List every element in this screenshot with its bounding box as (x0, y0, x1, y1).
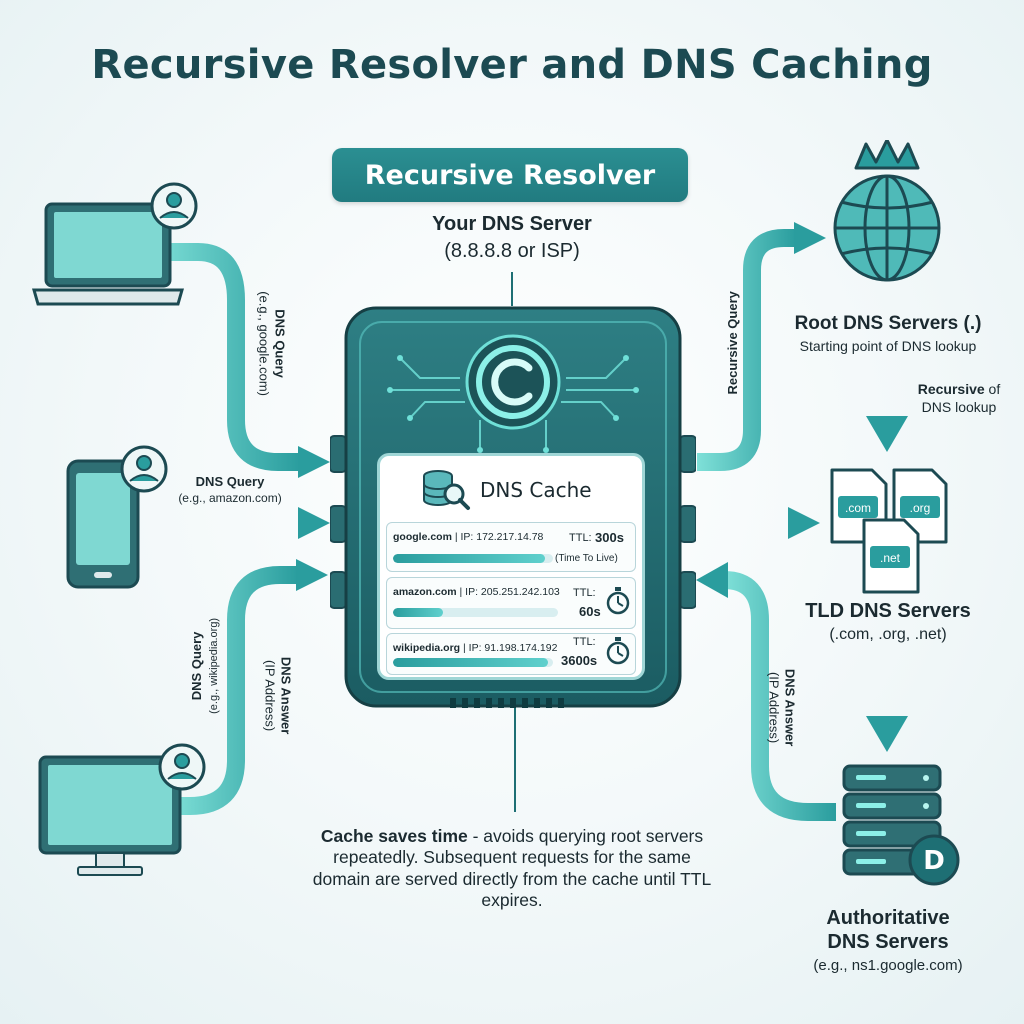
arrow-head (298, 446, 330, 478)
tld-servers-desc: (.com, .org, .net) (829, 626, 947, 643)
answer-label: DNS Answer (782, 668, 798, 747)
authoritative-name-line1: Authoritative (826, 907, 950, 929)
authoritative-server-graphic: D (842, 764, 960, 886)
arrow-head (696, 562, 728, 598)
tld-servers-name: TLD DNS Servers (805, 600, 971, 622)
authoritative-name-line2: DNS Servers (827, 931, 949, 953)
ttl-bar-fill (393, 608, 443, 617)
authoritative-badge-icon (908, 834, 960, 886)
authoritative-name: Authoritative DNS Servers (778, 906, 998, 954)
database-search-icon (423, 470, 470, 510)
arrow-laptop-query (150, 243, 300, 471)
recursive-rest1: of (984, 381, 1001, 397)
resolver-badge: Recursive Resolver (332, 148, 688, 202)
file-label: .net (880, 551, 901, 565)
entry-domain: wikipedia.org (393, 642, 461, 654)
globe-crown-icon (833, 140, 941, 282)
user-icon (120, 445, 168, 493)
entry-ip: IP: 205.251.242.103 (465, 586, 560, 598)
ttl-bar-fill (393, 658, 549, 667)
entry-ip: IP: 172.217.14.78 (460, 531, 544, 543)
ttl-label: TTL: (573, 636, 596, 648)
entry-domain: amazon.com (393, 586, 457, 598)
recursive-rest2: DNS lookup (921, 398, 997, 415)
ttl-label: TTL: (573, 587, 596, 599)
desktop-query-label: DNS Query (e.g., wikipedia.org) (189, 601, 221, 731)
phone-client (66, 445, 168, 589)
ttl-value: 3600s (561, 653, 598, 668)
arrow-desktop-query (170, 566, 298, 815)
ttl-bar (393, 554, 553, 563)
laptop-query-label: DNS Query (e.g., google.com) (256, 284, 288, 404)
laptop-client (32, 182, 198, 306)
phone-query-label: DNS Query (e.g., amazon.com) (160, 474, 300, 505)
arrow-head (788, 507, 820, 539)
ttl-value: 300s (595, 530, 624, 545)
file-label: .com (845, 501, 871, 515)
arrow-dns-answer (723, 571, 836, 821)
phone-icon (66, 459, 140, 589)
arrow-head (866, 416, 908, 452)
entry-domain: google.com (393, 531, 452, 543)
cache-note-text: - avoids querying root servers repeatedl… (312, 826, 712, 911)
laptop-icon (32, 202, 184, 306)
server-rack-icon (842, 764, 942, 876)
arrow-head (866, 716, 908, 752)
server-title: Your DNS Server (432, 213, 592, 235)
cache-note-bold: Cache saves time (320, 826, 468, 846)
cache-entry-google: google.com | IP: 172.217.14.78 TTL: 300s… (386, 522, 636, 572)
cache-note: Cache saves time - avoids querying root … (312, 826, 712, 911)
file-label: .org (910, 501, 931, 515)
answer-example: (IP Address) (263, 659, 278, 732)
authoritative-desc: (e.g., ns1.google.com) (813, 957, 963, 974)
cache-entry-wikipedia: wikipedia.org | IP: 91.198.174.192 TTL: … (386, 633, 636, 675)
desktop-client (38, 743, 206, 876)
recursive-lookup-label: Recursive of DNS lookup (904, 381, 1014, 416)
query-example: (e.g., google.com) (257, 291, 272, 396)
ttl-bar (393, 608, 558, 617)
stopwatch-icon (606, 637, 630, 665)
recursive-query-text: Recursive Query (725, 291, 741, 395)
desktop-icon (38, 755, 182, 876)
recursive-query-label: Recursive Query (725, 278, 741, 408)
query-label: DNS Query (189, 631, 205, 701)
dns-answer-label: DNS Answer (IP Address) (766, 648, 798, 768)
answer-label: DNS Answer (278, 656, 294, 735)
tld-files-graphic: .com .org .net (830, 468, 948, 594)
arrow-head (794, 222, 826, 254)
server-subtitle: (8.8.8.8 or ISP) (444, 240, 580, 262)
ttl-bar (393, 658, 553, 667)
authoritative-badge: D (923, 846, 945, 876)
ttl-label: TTL: (569, 532, 592, 544)
root-servers-desc: Starting point of DNS lookup (799, 338, 977, 354)
query-label: DNS Query (195, 474, 265, 489)
root-server-graphic (833, 140, 941, 282)
query-label: DNS Query (272, 309, 288, 378)
query-example: (e.g., wikipedia.org) (207, 617, 220, 714)
file-icon: .net (862, 518, 920, 594)
ttl-bar-fill (393, 554, 545, 563)
recursive-bold: Recursive (917, 381, 985, 397)
arrow-head (296, 559, 328, 591)
cache-title: DNS Cache (480, 478, 592, 502)
answer-example: (IP Address) (767, 671, 782, 744)
cache-entry-amazon: amazon.com | IP: 205.251.242.103 TTL: 60… (386, 577, 636, 629)
user-icon (150, 182, 198, 230)
user-icon (158, 743, 206, 791)
ttl-value: 60s (579, 604, 601, 619)
arrow-head (298, 507, 330, 539)
page-title: Recursive Resolver and DNS Caching (91, 42, 933, 88)
stopwatch-icon (606, 587, 630, 615)
root-servers-name: Root DNS Servers (.) (794, 313, 982, 334)
arrow-recursive-query (697, 229, 796, 471)
entry-ip: IP: 91.198.174.192 (468, 642, 558, 654)
desktop-answer-label: DNS Answer (IP Address) (262, 636, 294, 756)
ttl-note: (Time To Live) (555, 553, 618, 564)
query-example: (e.g., amazon.com) (178, 490, 282, 505)
chip-logo-icon (465, 334, 561, 430)
